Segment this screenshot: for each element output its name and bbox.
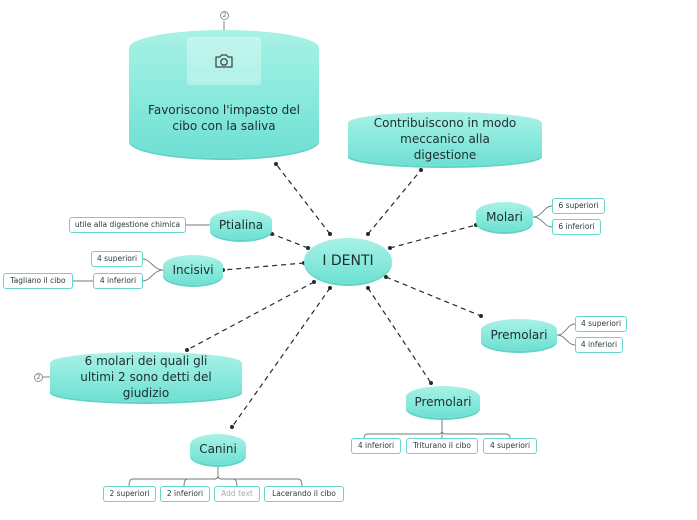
connector-ptialina [271,233,309,249]
subtopic-canini[interactable]: Canini [190,434,246,465]
subtopic-canini-label: Canini [199,442,237,457]
subtopic-premolari-right-label: Premolari [490,327,548,342]
topic-favoriscono-impasto[interactable]: Favoriscono l'impasto del cibo con la sa… [129,30,319,158]
leaf-triturano-cibo[interactable]: Triturano il cibo [406,438,478,454]
leaf-incisivi-superiori[interactable]: 4 superiori [91,251,143,267]
connector-molari [389,224,477,249]
leaf-premolari-bottom-inferiori[interactable]: 4 inferiori [351,438,401,454]
leaf-utile-digestione-chimica[interactable]: utile alla digestione chimica [69,217,186,233]
subtopic-premolari-bottom[interactable]: Premolari [406,386,480,418]
connector-giudizio [186,281,315,351]
leaf-incisivi-inferiori[interactable]: 4 inferiori [93,273,143,289]
leaf-lacerando-cibo[interactable]: Lacerando il cibo [264,486,344,502]
camera-icon [215,54,233,68]
subtopic-incisivi[interactable]: Incisivi [163,255,223,285]
connector-premolari-right [385,276,482,317]
leaf-premolari-bottom-superiori[interactable]: 4 superiori [483,438,537,454]
topic-molari-giudizio[interactable]: 6 molari dei quali gli ultimi 2 sono det… [50,352,242,402]
leaf-molari-superiori[interactable]: 6 superiori [552,198,605,214]
leaf-premolari-right-inferiori[interactable]: 4 inferiori [575,337,623,353]
connector-meccanico [367,169,422,235]
connector-premolari-bottom [367,287,432,384]
connector-incisivi [222,262,305,271]
central-topic-i-denti[interactable]: I DENTI [304,238,392,284]
subtopic-premolari-right[interactable]: Premolari [481,319,557,351]
connector-impasto [275,163,331,235]
leaf-canini-inferiori[interactable]: 2 inferiori [160,486,210,502]
image-placeholder[interactable] [187,37,261,85]
subtopic-molari[interactable]: Molari [476,202,533,232]
topic-meccanico-label: Contribuiscono in modo meccanico alla di… [373,115,517,163]
leaf-add-text-placeholder[interactable]: Add text [214,486,260,502]
subtopic-incisivi-label: Incisivi [172,262,214,277]
subtopic-molari-label: Molari [486,209,523,224]
subtopic-premolari-bottom-label: Premolari [414,394,472,409]
leaf-canini-superiori[interactable]: 2 superiori [103,486,156,502]
leaf-tagliano-cibo[interactable]: Tagliano il cibo [3,273,73,289]
subtopic-ptialina[interactable]: Ptialina [210,210,272,240]
count-badge-impasto[interactable]: 2 [220,11,229,20]
connector-canini [231,287,331,428]
count-badge-giudizio[interactable]: 2 [34,373,43,382]
subtopic-ptialina-label: Ptialina [218,217,264,232]
leaf-premolari-right-superiori[interactable]: 4 superiori [575,316,627,332]
topic-giudizio-label: 6 molari dei quali gli ultimi 2 sono det… [80,353,212,401]
topic-contribuiscono-meccanico[interactable]: Contribuiscono in modo meccanico alla di… [348,112,542,166]
topic-impasto-label: Favoriscono l'impasto del cibo con la sa… [148,102,300,133]
leaf-molari-inferiori[interactable]: 6 inferiori [552,219,601,235]
central-topic-label: I DENTI [322,252,374,269]
